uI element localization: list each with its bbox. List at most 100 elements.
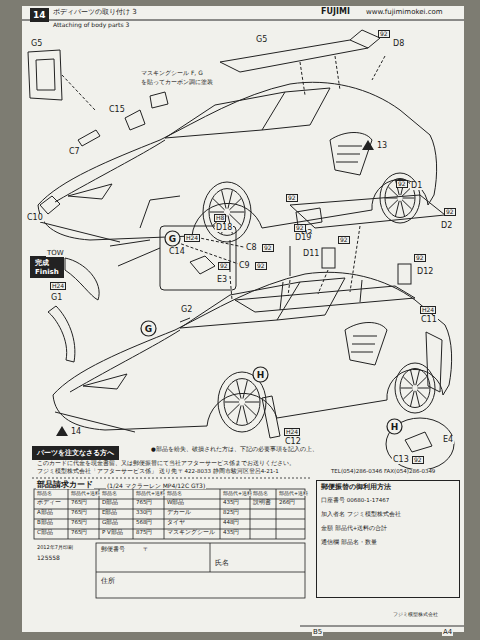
wheel-spoke <box>388 200 398 209</box>
step-number: 14 <box>30 8 49 22</box>
table-cell: 266円 <box>278 500 297 506</box>
table-cell: 448円 <box>222 520 241 526</box>
wheel-spoke <box>243 380 247 398</box>
table-cell: D部品 <box>101 500 119 506</box>
node-text: 完成 <box>35 258 59 268</box>
finished-part <box>235 286 415 312</box>
finished-part <box>48 306 75 362</box>
car-body-outline <box>53 272 452 430</box>
part-number: C7 <box>68 148 81 156</box>
paint-code: 92 <box>262 244 274 252</box>
order-note: このカードに代金を現金書留、又は郵便振替にて当社アフターサービス係までお送りくだ… <box>36 461 296 467</box>
part-number: C15 <box>108 106 126 114</box>
marker-triangle <box>56 140 374 436</box>
part-number: D11 <box>302 250 320 258</box>
table-cell: 説明書 <box>252 500 272 506</box>
node-text: パーツを注文なさる方へ <box>37 448 114 458</box>
detail-frame <box>190 256 215 274</box>
wheel-spoke <box>396 201 400 216</box>
part-number: C12 <box>284 438 302 446</box>
table-cell: C部品 <box>36 530 54 536</box>
table-cell: A部品 <box>36 510 54 516</box>
part-number: C8 <box>245 244 258 252</box>
detail-callout: H <box>386 418 403 435</box>
mirror-detail <box>386 418 454 470</box>
wheel-spoke <box>401 388 413 389</box>
wheel-spoke <box>402 200 412 209</box>
paint-code: H24 <box>284 428 300 436</box>
wheel-spoke <box>411 391 415 406</box>
table-cell: E部品 <box>101 510 118 516</box>
part-number: ボディパーツの取り付け 3 <box>52 9 138 16</box>
part-number: 13 <box>376 142 388 150</box>
detail-callout: G <box>164 230 181 247</box>
wing-part <box>150 92 168 108</box>
wheel-spoke <box>228 389 240 400</box>
paint-code: 92 <box>286 194 298 202</box>
order-note: 口座番号 00680-1-17467 <box>320 498 390 504</box>
paint-code: 92 <box>412 456 424 464</box>
node-text: G <box>145 324 152 334</box>
wheel-rim <box>203 182 251 242</box>
part-number: D12 <box>416 268 434 276</box>
node-text: H <box>257 370 265 380</box>
wheel-spoke <box>228 404 240 415</box>
part-number: FUJIMI <box>320 8 351 16</box>
car-body-outline <box>330 133 372 176</box>
part-number: E4 <box>442 436 454 444</box>
paint-code: 92 <box>396 180 408 188</box>
table-cell: 765円 <box>70 500 89 506</box>
table-cell: 部品名 <box>252 491 269 496</box>
order-note: B5 <box>312 629 323 636</box>
order-card-frame <box>210 543 211 572</box>
table-cell: 部品代+送料 <box>222 491 253 496</box>
finished-part <box>48 280 442 438</box>
wheel-spoke <box>213 199 225 210</box>
table-cell: デカール <box>166 510 192 516</box>
rear-wing-part <box>230 240 290 276</box>
order-card-frame <box>68 489 276 539</box>
part-number: G1 <box>50 294 63 302</box>
order-note: 125558 <box>36 555 61 561</box>
node-text: 郵便振替の御利用方法 <box>321 483 455 492</box>
order-note: フジミ模型株式会社 <box>392 612 439 617</box>
order-note: 部品請求カード <box>36 481 94 489</box>
part-number: を貼ってカーボン調に塗装 <box>140 79 214 85</box>
order-note: 加入者名 フジミ模型株式会社 <box>320 512 402 518</box>
ruler-strip <box>300 626 464 627</box>
part-number: C14 <box>168 248 186 256</box>
order-note: 氏名 <box>214 560 230 567</box>
table-cell: 765円 <box>70 520 89 526</box>
table-cell: 765円 <box>70 530 89 536</box>
paper-sheet <box>22 6 464 632</box>
wing-part <box>28 30 385 214</box>
rear-wing-part <box>290 195 445 228</box>
wing-part <box>125 110 145 130</box>
callout-circle <box>387 419 402 434</box>
wheel-spoke <box>244 389 256 400</box>
node-text: H <box>391 422 399 432</box>
wheel-spoke <box>401 201 405 216</box>
wheel-spoke <box>418 388 430 389</box>
table-cell: 部品名 <box>36 491 53 496</box>
callout-circle <box>253 367 268 382</box>
table-cell: W部品 <box>166 500 185 506</box>
part-number: C9 <box>238 262 251 270</box>
order-note: ●部品を紛失、破損された方は、下記の必要事項を記入の上、 <box>150 447 319 453</box>
part-number: G5 <box>30 40 43 48</box>
part-number: E3 <box>216 276 228 284</box>
order-card-frame <box>96 572 305 573</box>
table-cell: 825円 <box>222 510 241 516</box>
wheel-spoke <box>386 198 398 199</box>
order-card-frame <box>96 543 305 598</box>
wheel-spoke <box>245 402 259 403</box>
car-body-outline <box>83 374 127 389</box>
car-body-outline <box>140 196 180 228</box>
paint-code: 92 <box>294 224 306 232</box>
part-number: D19 <box>294 234 312 242</box>
wing-part <box>220 40 368 72</box>
finished-part <box>280 280 362 310</box>
part-number: C11 <box>420 316 438 324</box>
wing-part <box>78 130 100 146</box>
